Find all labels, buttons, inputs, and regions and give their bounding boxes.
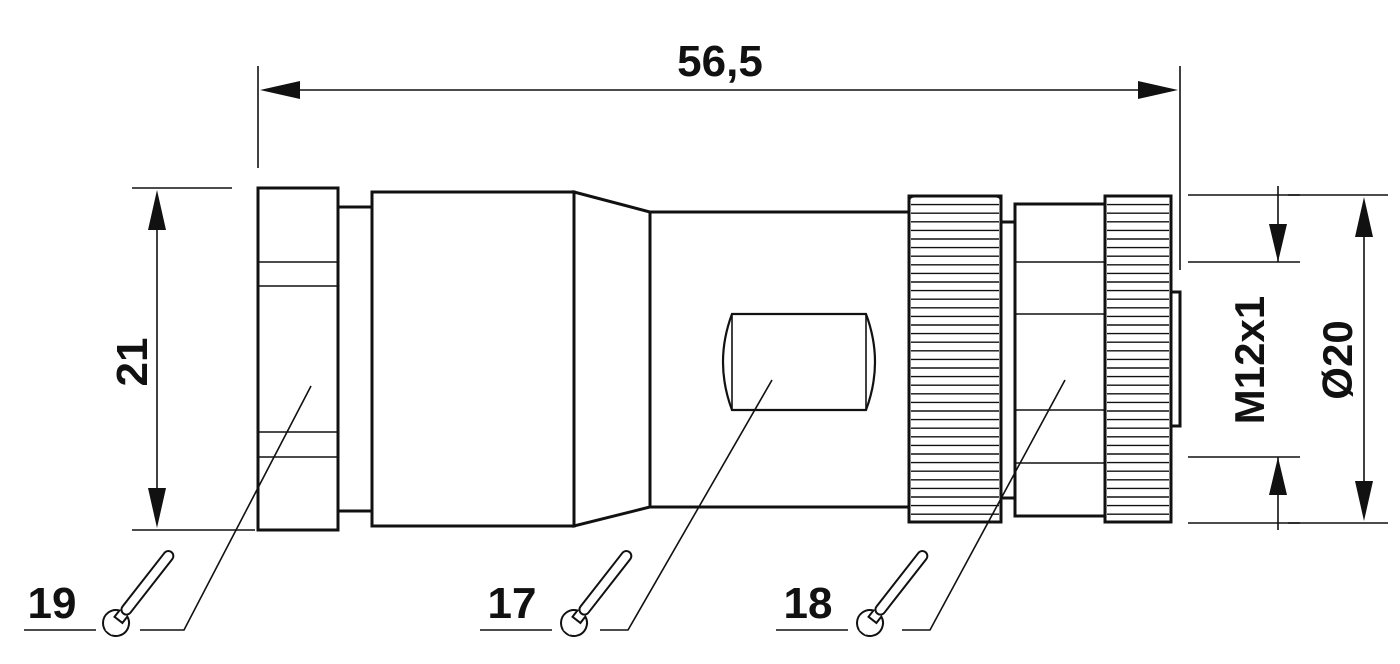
thread-dimension-label: M12x1	[1226, 296, 1273, 424]
knurled-ring-rear	[1103, 194, 1173, 524]
diameter-dimension-label: Ø20	[1314, 320, 1361, 399]
connector-body	[256, 186, 1182, 532]
thread-dimension: M12x1	[1188, 186, 1300, 530]
callout-label: 19	[28, 579, 77, 628]
diameter-dimension: Ø20	[1288, 194, 1388, 524]
wrench-icon	[560, 550, 633, 637]
length-dimension-label: 56,5	[677, 37, 763, 86]
callout-label: 17	[488, 579, 537, 628]
callout-label: 18	[784, 579, 833, 628]
callout-19: 19	[24, 550, 175, 637]
height-dimension-label: 21	[108, 338, 157, 387]
wrench-icon	[102, 550, 175, 637]
leader-lines	[140, 379, 1066, 631]
callout-17: 17	[480, 550, 633, 637]
knurled-ring-front	[907, 194, 1003, 524]
height-dimension: 21	[108, 187, 255, 531]
wrench-icon	[856, 550, 929, 637]
callout-18: 18	[776, 550, 929, 637]
length-dimension: 56,5	[257, 37, 1181, 270]
